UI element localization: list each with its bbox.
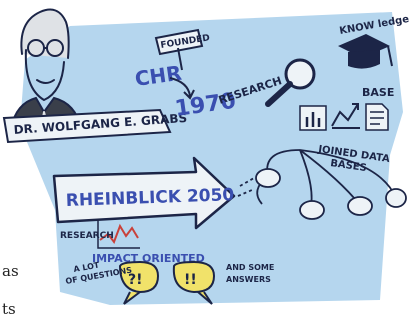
magnifier-icon (265, 58, 316, 107)
bar-chart-icon (299, 105, 327, 131)
answers-line2: ANSWERS (226, 275, 271, 284)
database-network (237, 149, 407, 220)
question-marks: ?! (128, 272, 143, 288)
side-text-line2: ts (2, 300, 16, 318)
side-text-line1: as (2, 262, 19, 280)
chr-arrow (169, 77, 195, 100)
base-label: BASE (362, 86, 394, 99)
impact-label: IMPACT ORIENTED (92, 252, 205, 265)
joined-line2: BASES (330, 158, 368, 174)
answers-line1: AND SOME (226, 263, 274, 272)
name-banner: DR. WOLFGANG E. GRABS (2, 108, 188, 144)
document-icon (365, 103, 389, 131)
line-chart-icon (331, 103, 360, 129)
arrow-icon (52, 156, 236, 230)
research-bottom-label: RESEARCH (60, 231, 114, 241)
graduation-cap-icon (338, 34, 393, 69)
research-sparkline (97, 220, 140, 249)
speech-bubble: !! (172, 260, 216, 305)
speech-bubble: ?! (118, 260, 160, 305)
exclamation-marks: !! (184, 272, 197, 288)
founded-sign: FOUNDED (154, 28, 211, 71)
